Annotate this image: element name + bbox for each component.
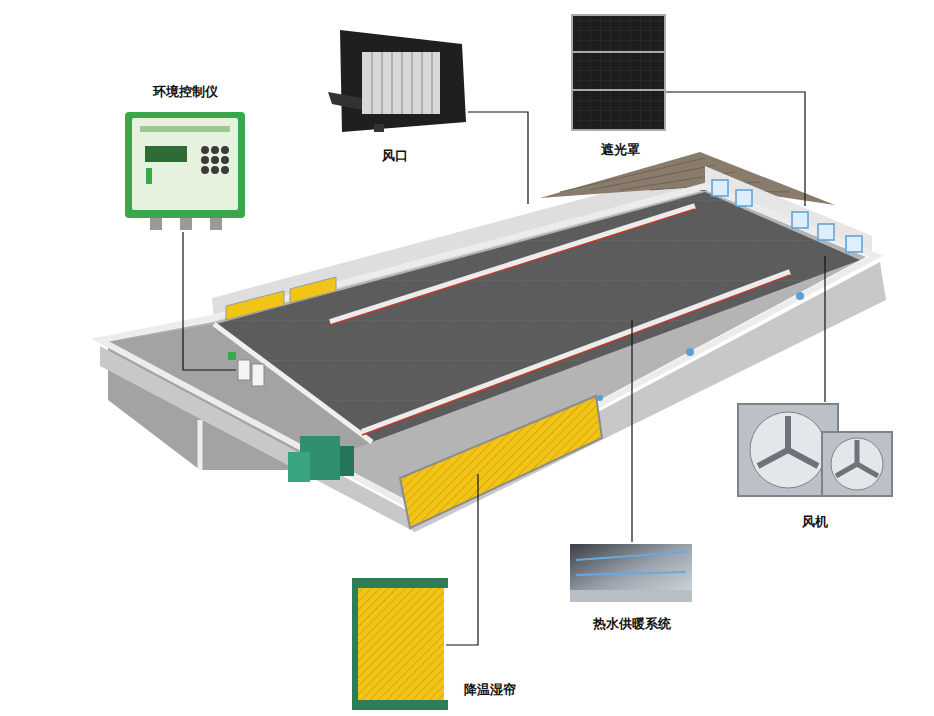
heating-photo (570, 544, 692, 602)
part-label: 遮光罩 (598, 141, 643, 159)
side-wall-fans (597, 292, 804, 401)
end-wall-fans (712, 180, 862, 252)
roof-texture (560, 158, 790, 192)
heating-pipe-edge (330, 209, 790, 435)
boiler (288, 436, 354, 482)
part-label: 环境控制仪 (150, 83, 221, 101)
control-cabinet (228, 352, 264, 386)
part-label: 风口 (379, 147, 411, 165)
cooling-pad-picture (352, 578, 448, 710)
front-cooling-pad (400, 396, 602, 528)
part-label: 降温湿帘 (461, 681, 519, 699)
part-label: 风机 (799, 513, 831, 531)
fan-picture (738, 404, 892, 496)
air-inlet-picture (328, 30, 466, 132)
back-cooling-pad (226, 291, 284, 320)
leader-lines (183, 92, 825, 645)
controller-picture (125, 112, 245, 230)
light-trap-picture (572, 15, 665, 130)
front-wall (100, 262, 886, 532)
back-cooling-pad (290, 277, 336, 303)
heating-pipe (330, 206, 790, 432)
part-label: 热水供暖系统 (590, 615, 674, 633)
